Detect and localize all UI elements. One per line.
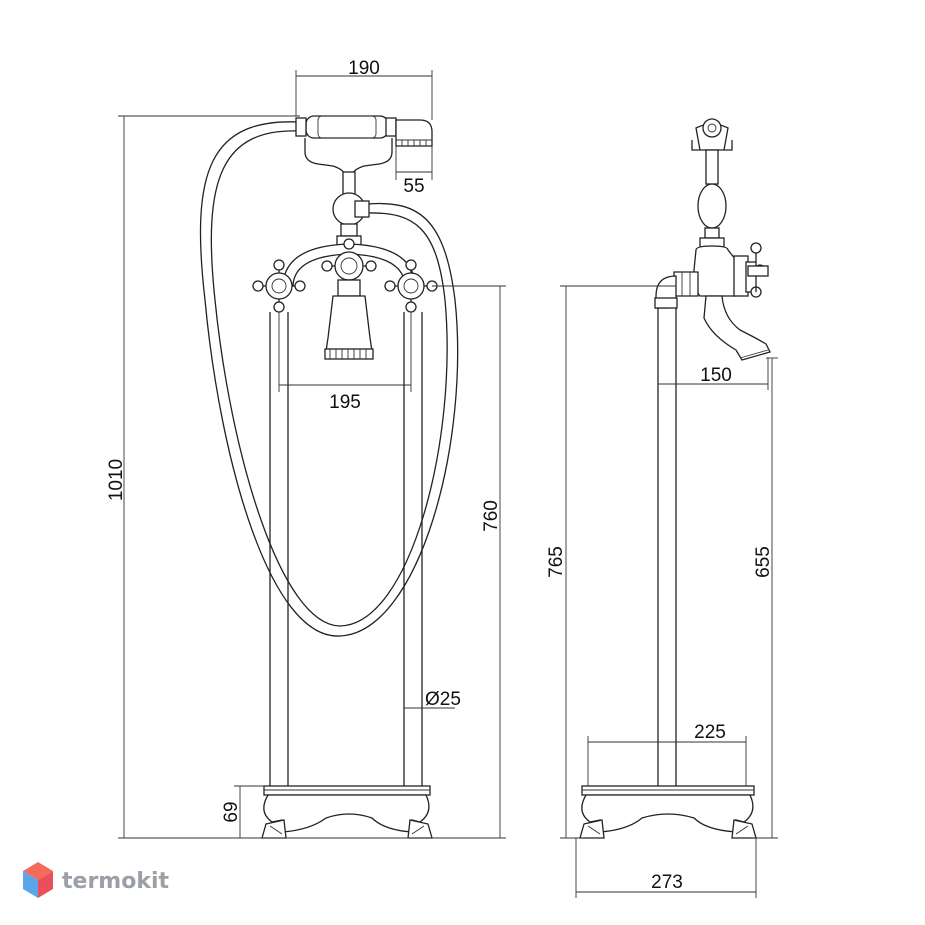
dim-225: 225 [694,722,726,743]
dim-765: 765 [546,546,567,578]
right-cross-handle [384,259,438,313]
termokit-brand-text: termokit [62,869,169,894]
dim-190: 190 [348,58,380,79]
side-dimensions [560,285,778,898]
left-cross-handle [252,259,306,313]
diverter-handle [321,238,377,281]
central-riser [332,171,370,247]
front-base [261,785,433,839]
dim-760: 760 [481,500,502,532]
termokit-logo-icon [23,862,53,898]
dim-273: 273 [651,872,683,893]
side-handshower [691,118,733,249]
bath-spout [324,279,374,360]
side-base [579,785,757,839]
front-view: 190 55 195 1010 760 Ø25 69 [106,58,506,839]
dim-150: 150 [700,365,732,386]
side-spout [703,295,771,361]
dim-69: 69 [221,801,242,822]
side-view: 150 765 655 225 273 [546,118,778,898]
standpipes [269,312,423,790]
dim-55: 55 [403,176,424,197]
side-mixer-body [693,242,769,298]
side-pipe-elbow [654,271,699,309]
termokit-watermark: termokit [23,862,169,898]
dim-195: 195 [329,392,361,413]
dim-1010: 1010 [106,459,127,501]
dim-pipe-diameter: Ø25 [425,689,461,710]
shower-hose [199,121,459,637]
front-dimensions [118,70,506,839]
handshower-cradle [295,115,433,193]
dim-655: 655 [753,546,774,578]
